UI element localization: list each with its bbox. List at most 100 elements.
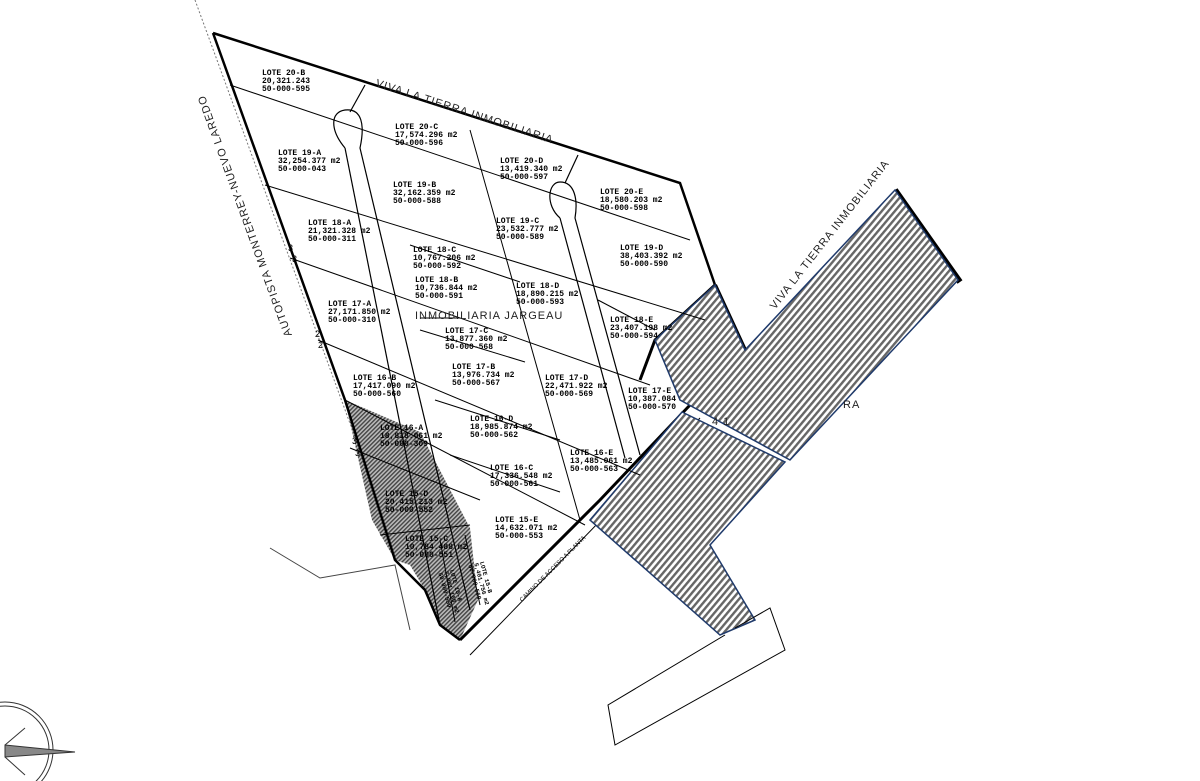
boundary-north (212, 31, 717, 286)
svg-text:50-000-594: 50-000-594 (610, 332, 658, 341)
svg-text:LOTE 18-A: LOTE 18-A (308, 219, 351, 228)
svg-text:LOTE 19-A: LOTE 19-A (278, 149, 321, 158)
svg-text:50-000-590: 50-000-590 (620, 260, 668, 269)
svg-text:50-000-563: 50-000-563 (570, 465, 618, 474)
svg-text:21,321.328 m2: 21,321.328 m2 (308, 227, 371, 236)
lot-dividers (229, 84, 706, 623)
svg-text:LOTE 17-B: LOTE 17-B (452, 363, 495, 372)
svg-text:38,403.392 m2: 38,403.392 m2 (620, 252, 683, 261)
compass-rose-icon (0, 701, 76, 781)
svg-text:50-000-588: 50-000-588 (393, 197, 441, 206)
svg-text:50-000-570: 50-000-570 (628, 403, 676, 412)
svg-text:LOTE 19-D: LOTE 19-D (620, 244, 663, 253)
svg-text:LOTE 18-C: LOTE 18-C (413, 246, 456, 255)
svg-text:50-000-568: 50-000-568 (445, 343, 493, 352)
svg-text:LOTE 16-B: LOTE 16-B (353, 374, 396, 383)
svg-text:13,485.061 m2: 13,485.061 m2 (570, 457, 633, 466)
svg-text:18,818.061 m2: 18,818.061 m2 (380, 432, 443, 441)
svg-text:LOTE 16-D: LOTE 16-D (470, 415, 513, 424)
hatched-parcel-east-lower (588, 411, 787, 636)
svg-text:17,417.090 m2: 17,417.090 m2 (353, 382, 416, 391)
svg-text:LOTE 17-A: LOTE 17-A (328, 300, 371, 309)
svg-text:50-000-310: 50-000-310 (328, 316, 376, 325)
svg-text:LOTE 16-A: LOTE 16-A (380, 424, 423, 433)
svg-text:50-000-597: 50-000-597 (500, 173, 548, 182)
svg-text:10,736.844 m2: 10,736.844 m2 (415, 284, 478, 293)
svg-text:27,171.850 m2: 27,171.850 m2 (328, 308, 391, 317)
svg-text:LOTE 20-B: LOTE 20-B (262, 69, 305, 78)
svg-text:50-000-592: 50-000-592 (413, 262, 461, 271)
vertex-number: 3 (288, 243, 293, 253)
svg-text:20,321.243: 20,321.243 (262, 77, 310, 86)
svg-text:LOTE 15-D: LOTE 15-D (385, 490, 428, 499)
svg-text:50-000-569: 50-000-569 (545, 390, 593, 399)
svg-text:18,580.203 m2: 18,580.203 m2 (600, 196, 663, 205)
boundary-west (211, 32, 461, 641)
svg-text:LOTE 19-B: LOTE 19-B (393, 181, 436, 190)
road-label-center: INMOBILIARIA JARGEAU (415, 310, 563, 322)
vertex-number: 2 (318, 340, 323, 350)
svg-text:17,336.548 m2: 17,336.548 m2 (490, 472, 553, 481)
vertex-number: 3 (352, 436, 357, 446)
svg-text:LOTE 20-E: LOTE 20-E (600, 188, 643, 197)
svg-text:LOTE 17-E: LOTE 17-E (628, 387, 671, 396)
svg-text:17,574.296 m2: 17,574.296 m2 (395, 131, 458, 140)
svg-text:50-000-591: 50-000-591 (415, 292, 463, 301)
svg-text:50-000-552: 50-000-552 (385, 506, 433, 515)
svg-text:LOTE 15-C: LOTE 15-C (405, 535, 448, 544)
svg-text:50-000-043: 50-000-043 (278, 165, 326, 174)
svg-text:LOTE 16-C: LOTE 16-C (490, 464, 533, 473)
svg-text:50-000-551: 50-000-551 (405, 551, 453, 560)
svg-text:18,890.215 m2: 18,890.215 m2 (516, 290, 579, 299)
svg-text:13,419.340 m2: 13,419.340 m2 (500, 165, 563, 174)
svg-text:50-000-595: 50-000-595 (262, 85, 310, 94)
svg-text:20,415.213 m2: 20,415.213 m2 (385, 498, 448, 507)
svg-text:22,471.922 m2: 22,471.922 m2 (545, 382, 608, 391)
svg-text:50-000-309: 50-000-309 (380, 440, 428, 449)
svg-text:32,254.377 m2: 32,254.377 m2 (278, 157, 341, 166)
hatched-lots-southwest (345, 400, 478, 640)
svg-text:10,767.206 m2: 10,767.206 m2 (413, 254, 476, 263)
svg-text:LOTE 18-B: LOTE 18-B (415, 276, 458, 285)
svg-text:50-000-553: 50-000-553 (495, 532, 543, 541)
boundary-southeast (458, 403, 692, 642)
svg-text:LOTE 16-E: LOTE 16-E (570, 449, 613, 458)
svg-text:50-000-598: 50-000-598 (600, 204, 648, 213)
svg-text:18,985.874 m2: 18,985.874 m2 (470, 423, 533, 432)
svg-text:23,532.777 m2: 23,532.777 m2 (496, 225, 559, 234)
svg-text:50-000-596: 50-000-596 (395, 139, 443, 148)
svg-text:LOTE 20-C: LOTE 20-C (395, 123, 438, 132)
svg-text:LOTE 18-E: LOTE 18-E (610, 316, 653, 325)
svg-text:14,632.071 m2: 14,632.071 m2 (495, 524, 558, 533)
svg-text:50-000-560: 50-000-560 (353, 390, 401, 399)
vertex-number: 3 (292, 254, 297, 264)
